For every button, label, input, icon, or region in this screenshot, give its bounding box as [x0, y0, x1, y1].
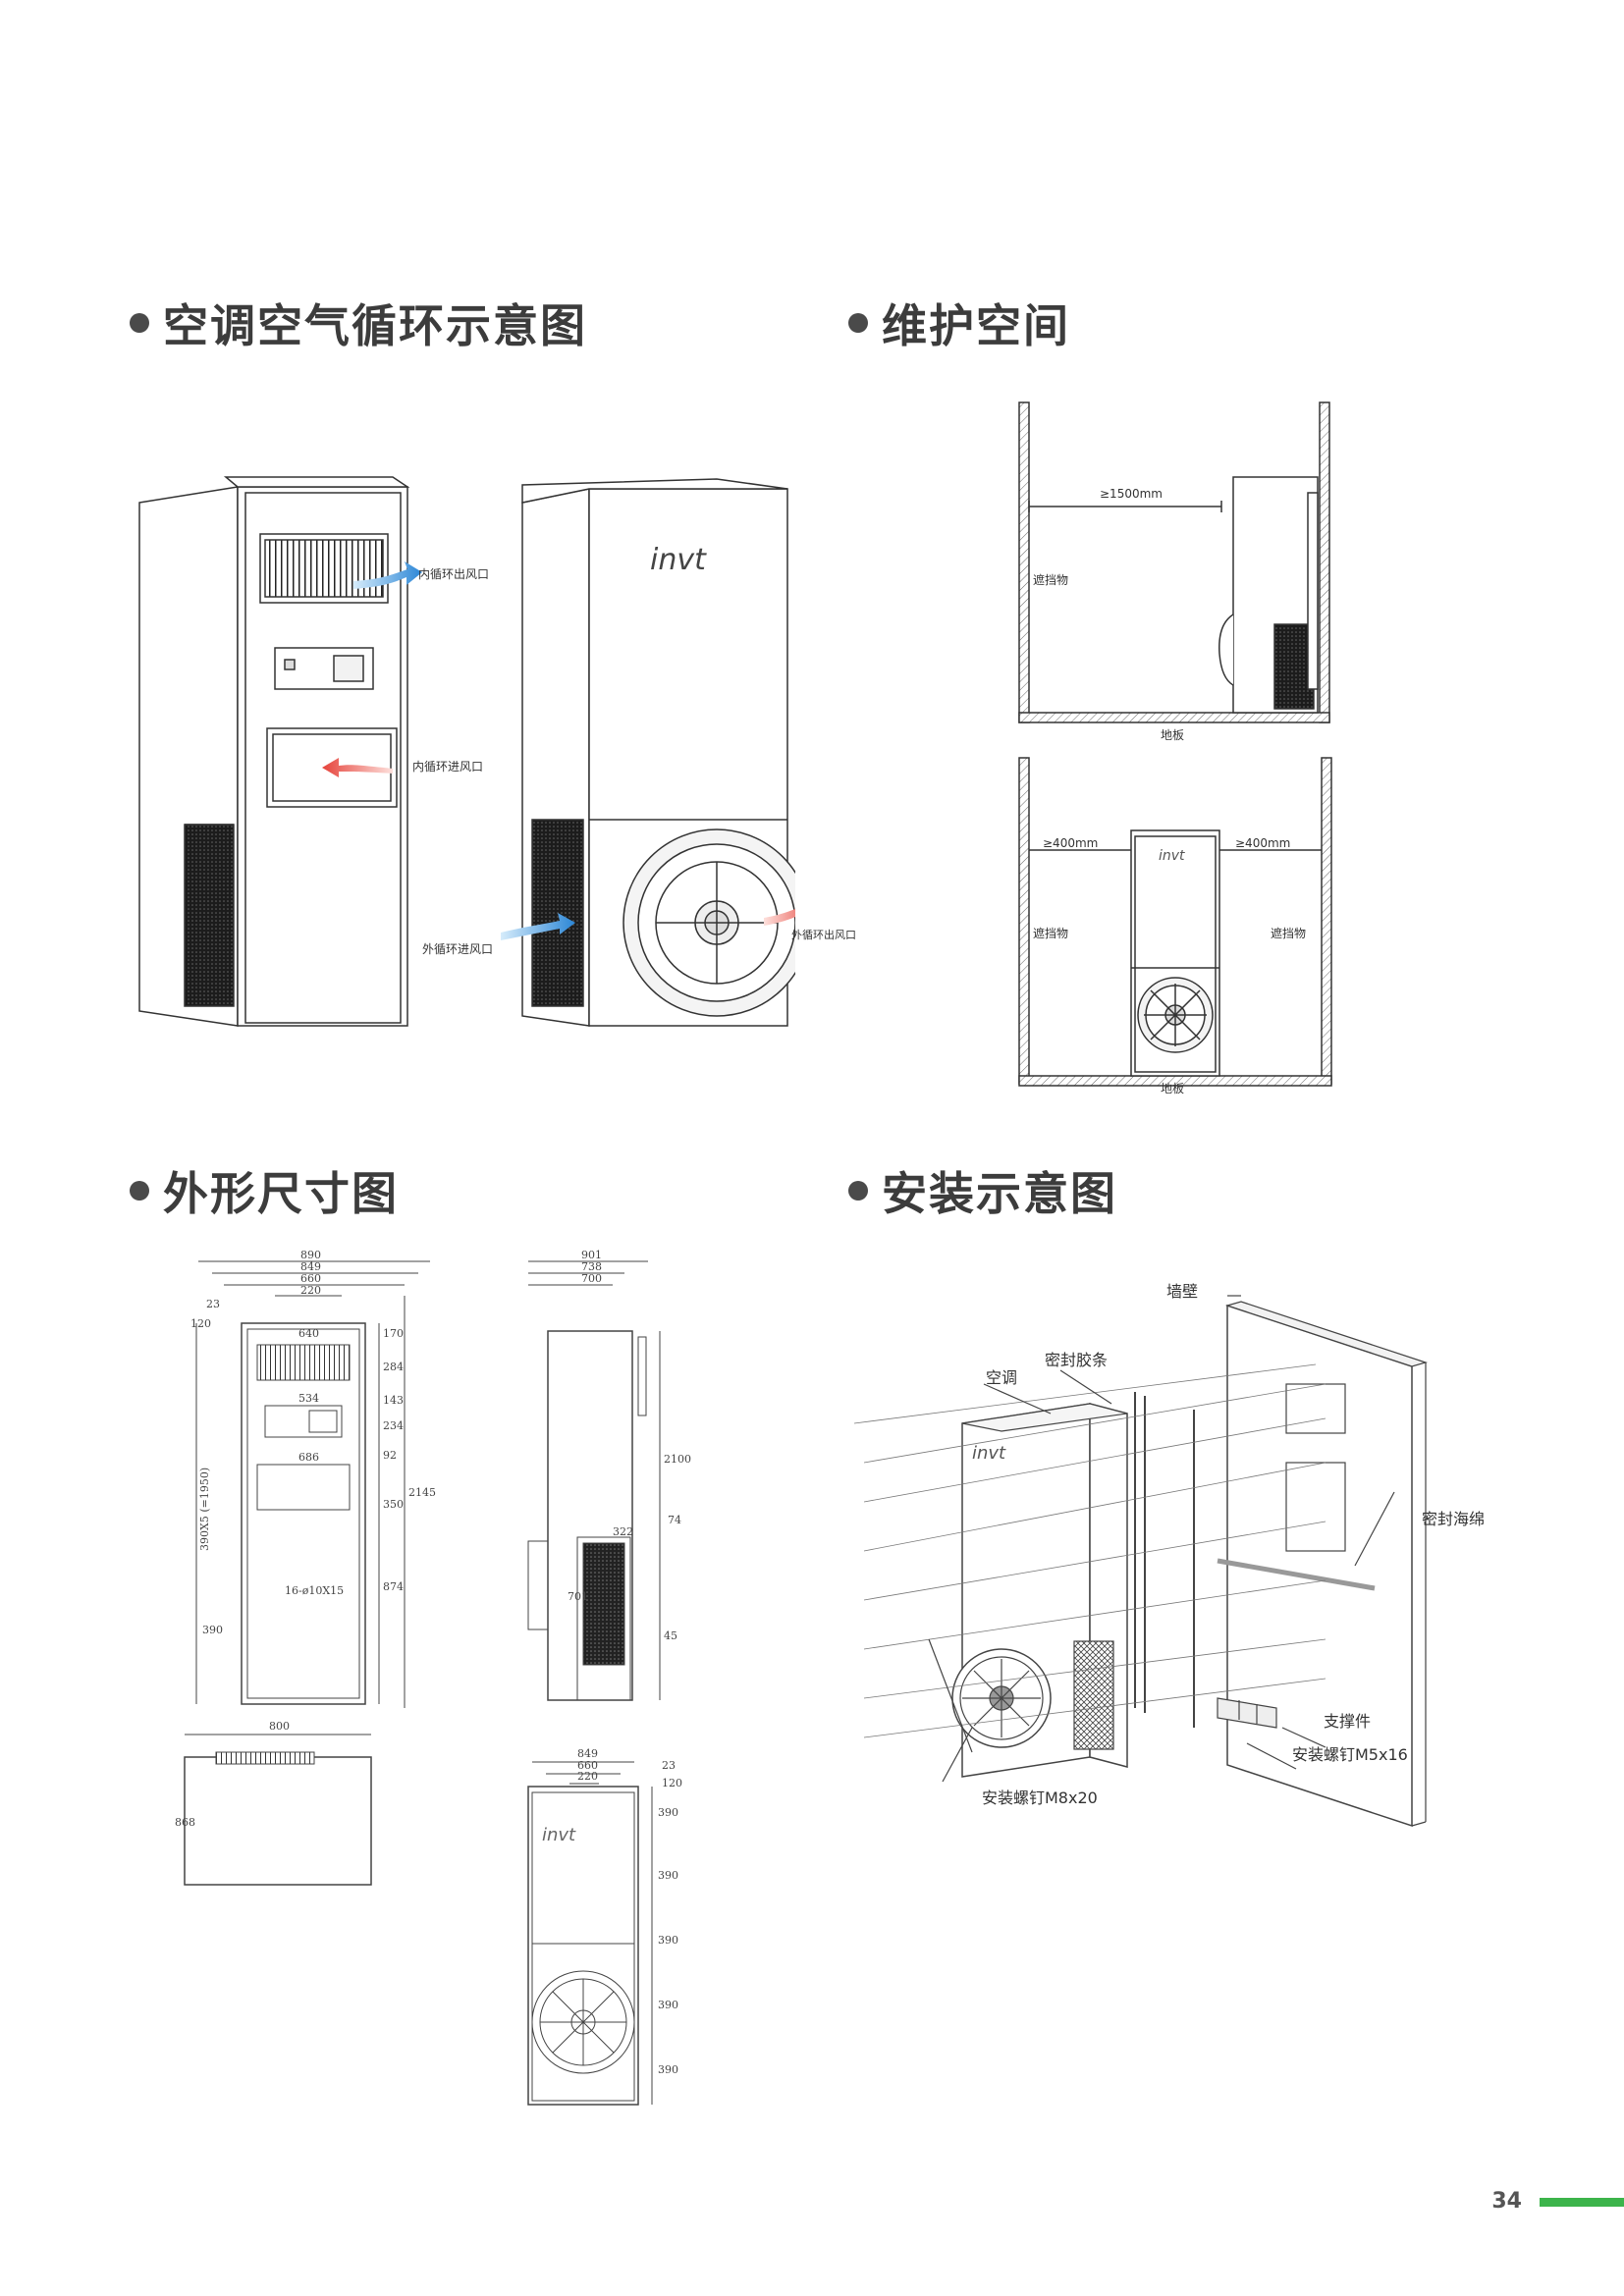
- label-clearance-left: ≥400mm: [1043, 836, 1099, 850]
- brand-logo: invt: [650, 543, 707, 577]
- brand-logo: invt: [542, 1825, 576, 1845]
- dim-rear-660: 660: [577, 1759, 598, 1772]
- label-outer-in: 外循环进风口: [422, 942, 494, 956]
- dimension-drawings: invt 890 849 660 220 23 120 640 534 686 …: [175, 1249, 727, 2120]
- unit-rear: [521, 478, 795, 1027]
- dim-640: 640: [298, 1327, 319, 1340]
- brand-logo: invt: [972, 1443, 1006, 1464]
- heading-maintenance: 维护空间: [848, 291, 1070, 355]
- maintenance-diagram: invt ≥1500mm 遮挡物 地板 ≥400mm ≥400mm 遮挡物 遮挡…: [1011, 399, 1335, 1105]
- unit-front: [138, 476, 410, 1027]
- dim-534: 534: [298, 1392, 319, 1405]
- dim-rear-390-4: 390: [658, 1999, 678, 2011]
- dim-holes: 16-ø10X15: [285, 1584, 345, 1597]
- bullet-icon: [848, 313, 868, 333]
- dim-350: 350: [383, 1498, 404, 1511]
- dim-23: 23: [206, 1298, 220, 1310]
- dim-849: 849: [300, 1260, 321, 1273]
- dim-rear-23: 23: [662, 1759, 676, 1772]
- label-obstacle-left: 遮挡物: [1033, 927, 1069, 940]
- label-floor-bottom: 地板: [1161, 1082, 1185, 1095]
- label-inner-out: 内循环出风口: [418, 567, 490, 581]
- label-clearance-1500: ≥1500mm: [1100, 487, 1163, 501]
- bullet-icon: [848, 1181, 868, 1201]
- dim-800: 800: [269, 1720, 290, 1733]
- page-accent-bar: [1540, 2198, 1624, 2207]
- heading-dimensions: 外形尺寸图: [130, 1158, 399, 1223]
- dim-120: 120: [190, 1317, 211, 1330]
- dim-2145: 2145: [408, 1486, 436, 1499]
- heading-dimensions-text: 外形尺寸图: [163, 1167, 399, 1220]
- dim-868: 868: [175, 1816, 195, 1829]
- dim-234: 234: [383, 1419, 404, 1432]
- dim-rear-390-5: 390: [658, 2063, 678, 2076]
- dim-92: 92: [383, 1449, 397, 1462]
- label-seal-sponge: 密封海绵: [1422, 1510, 1486, 1528]
- label-screw-m5: 安装螺钉M5x16: [1292, 1745, 1408, 1764]
- label-inner-in: 内循环进风口: [412, 760, 484, 774]
- dim-701: 701: [568, 1590, 588, 1603]
- bullet-icon: [130, 1181, 149, 1201]
- label-seal-strip: 密封胶条: [1045, 1351, 1109, 1369]
- page-number: 34: [1491, 2189, 1522, 2214]
- bullet-icon: [130, 313, 149, 333]
- airflow-diagram: invt 内循环出风口 内循环进风口 外循环进风口 外循环出风口: [128, 471, 856, 1031]
- dim-2100: 2100: [664, 1453, 691, 1466]
- label-outer-out: 外循环出风口: [791, 929, 856, 941]
- heading-airflow-text: 空调空气循环示意图: [163, 299, 587, 352]
- maintenance-top: [1018, 401, 1330, 723]
- dim-45: 45: [664, 1629, 677, 1642]
- dim-700: 700: [581, 1272, 602, 1285]
- label-floor-top: 地板: [1161, 728, 1185, 742]
- dim-rear-220: 220: [577, 1770, 598, 1783]
- label-support: 支撑件: [1324, 1712, 1372, 1731]
- label-screw-m8: 安装螺钉M8x20: [982, 1789, 1098, 1807]
- top-view: [184, 1734, 372, 1886]
- heading-maintenance-text: 维护空间: [882, 299, 1070, 352]
- rear-elevation: [527, 1761, 653, 2106]
- label-obstacle-right: 遮挡物: [1271, 927, 1307, 940]
- dim-874: 874: [383, 1580, 404, 1593]
- installation-diagram: invt 墙壁 空调 密封胶条 密封海绵 支撑件 安装螺钉M5x16 安装螺钉M…: [854, 1266, 1542, 1836]
- label-wall: 墙壁: [1166, 1282, 1199, 1301]
- dim-rear-120: 120: [662, 1777, 682, 1789]
- dim-901: 901: [581, 1249, 602, 1261]
- heading-airflow: 空调空气循环示意图: [130, 291, 587, 355]
- dim-322: 322: [613, 1525, 633, 1538]
- dim-74: 74: [668, 1514, 681, 1526]
- dim-220: 220: [300, 1284, 321, 1297]
- dim-660: 660: [300, 1272, 321, 1285]
- brand-logo: invt: [1159, 848, 1185, 864]
- dim-rear-390-2: 390: [658, 1869, 678, 1882]
- dim-390x5: 390X5 (=1950): [198, 1467, 211, 1551]
- dim-170: 170: [383, 1327, 404, 1340]
- front-elevation: [195, 1260, 430, 1708]
- dim-143: 143: [383, 1394, 404, 1407]
- dim-284: 284: [383, 1361, 404, 1373]
- dim-890: 890: [300, 1249, 321, 1261]
- dim-738: 738: [581, 1260, 602, 1273]
- maintenance-bottom: [1018, 757, 1332, 1087]
- dim-rear-849: 849: [577, 1747, 598, 1760]
- dim-rear-390-1: 390: [658, 1806, 678, 1819]
- heading-installation: 安装示意图: [848, 1158, 1117, 1223]
- label-clearance-right: ≥400mm: [1235, 836, 1291, 850]
- side-elevation: [527, 1260, 661, 1701]
- dim-686: 686: [298, 1451, 319, 1464]
- heading-installation-text: 安装示意图: [882, 1167, 1117, 1220]
- label-obstacle-top: 遮挡物: [1033, 573, 1069, 587]
- dim-390-left: 390: [202, 1624, 223, 1636]
- dim-rear-390-3: 390: [658, 1934, 678, 1947]
- label-ac: 空调: [986, 1368, 1018, 1387]
